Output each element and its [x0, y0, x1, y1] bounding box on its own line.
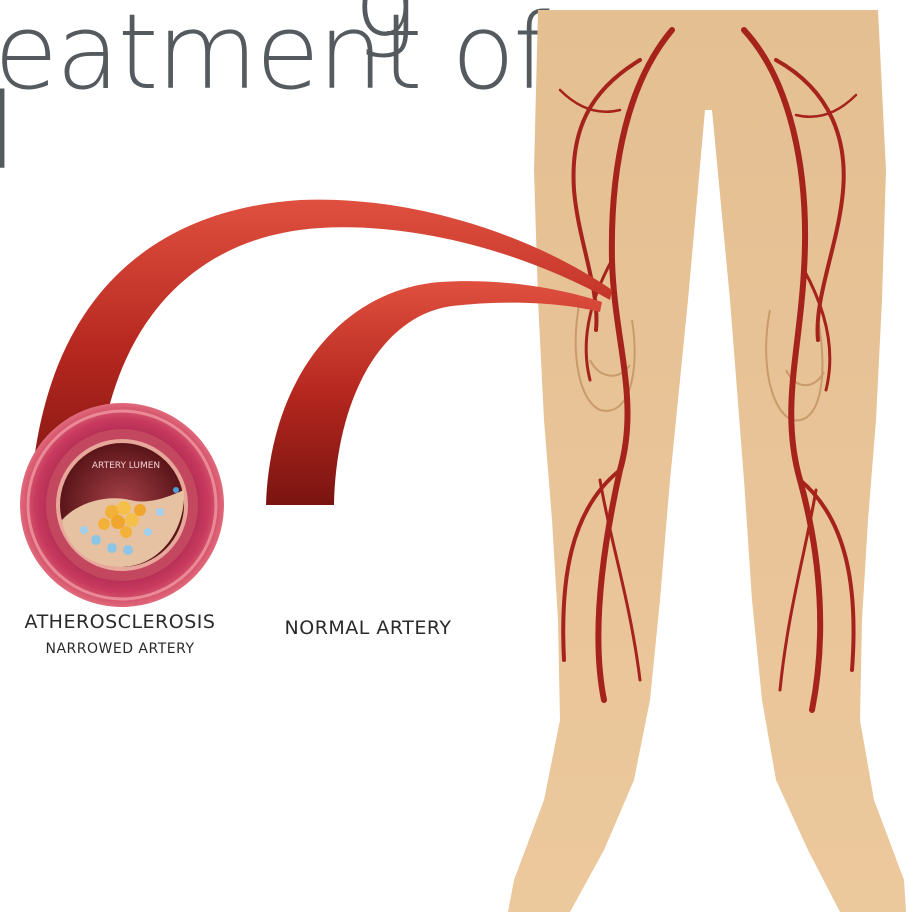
narrowed-artery-cross-section	[20, 403, 224, 607]
normal-artery-caption: NORMAL ARTERY	[262, 617, 474, 639]
legs	[508, 10, 906, 912]
artery-lumen-label: ARTERY LUMEN	[86, 461, 166, 471]
narrowed-artery-caption: NARROWED ARTERY	[10, 641, 230, 657]
atherosclerosis-caption: ATHEROSCLEROSIS	[0, 611, 240, 633]
